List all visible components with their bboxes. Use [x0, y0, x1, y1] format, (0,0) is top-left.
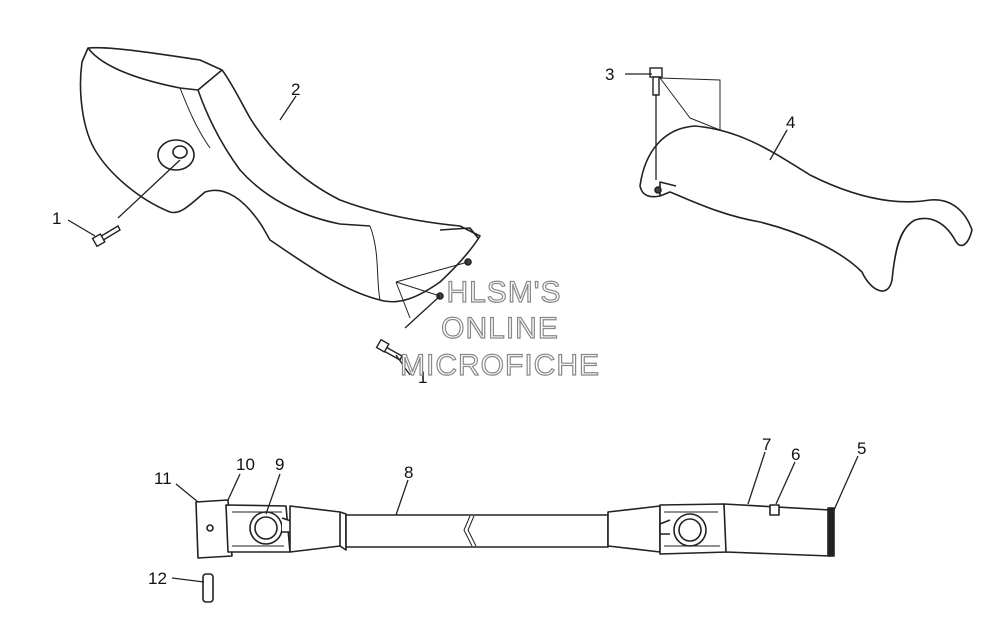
- callout-2: 2: [291, 80, 300, 99]
- callout-10: 10: [236, 455, 255, 474]
- screw-part-1a: [91, 225, 121, 248]
- drive-shaft-assembly: [195, 499, 835, 603]
- callout-1b: 1: [418, 368, 427, 387]
- callout-12: 12: [148, 569, 167, 588]
- callout-4: 4: [786, 113, 795, 132]
- shaft-cover-part: [639, 77, 973, 292]
- leader-lines: [67, 73, 859, 583]
- callout-7: 7: [762, 435, 771, 454]
- callout-3: 3: [605, 65, 614, 84]
- callout-5: 5: [857, 439, 866, 458]
- callout-8: 8: [404, 463, 413, 482]
- screw-part-3: [649, 67, 663, 96]
- guard-cover-part: [79, 46, 481, 319]
- watermark-line-1: HLSM'S: [446, 276, 561, 309]
- callout-9: 9: [275, 455, 284, 474]
- watermark-line-2: ONLINE: [441, 312, 559, 345]
- callout-6: 6: [791, 445, 800, 464]
- callout-1a: 1: [52, 209, 61, 228]
- callout-11: 11: [154, 469, 172, 488]
- watermark-line-3: MICROFICHE: [400, 349, 600, 382]
- screw-part-1b: [375, 338, 403, 361]
